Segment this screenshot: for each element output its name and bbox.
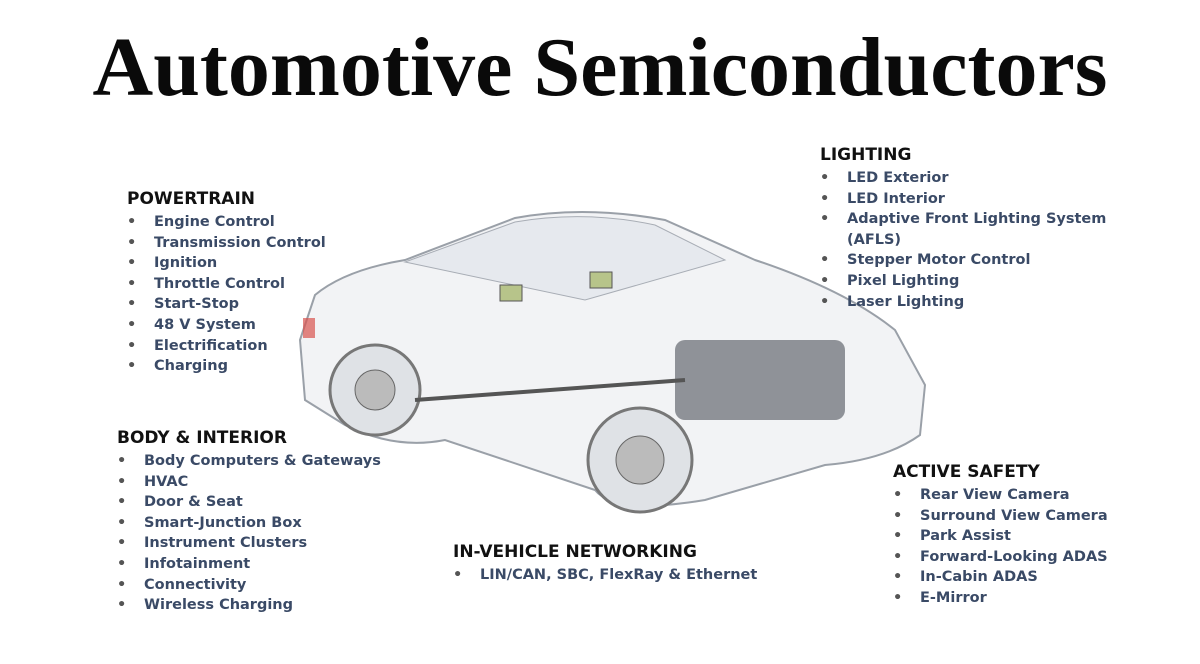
list-item: •Electrification [127, 337, 268, 354]
list-item: •Stepper Motor Control [820, 252, 1031, 269]
list-item: •LED Exterior [820, 170, 949, 186]
list-item: •Engine Control [127, 214, 275, 230]
car-cutaway-illustration [298, 210, 927, 514]
list-item: •Rear View Camera [893, 487, 1070, 503]
networking-heading: IN-VEHICLE NETWORKING [453, 542, 697, 562]
body-interior-section: BODY & INTERIOR •Body Computers & Gatewa… [117, 427, 381, 616]
list-item: •HVAC [117, 473, 189, 490]
list-item: •Forward-Looking ADAS [893, 548, 1108, 565]
list-item: •Wireless Charging [117, 597, 294, 614]
list-item: •Park Assist [893, 528, 1011, 545]
list-item: •In-Cabin ADAS [893, 569, 1038, 586]
list-item: •Transmission Control [127, 234, 326, 251]
list-item: •Surround View Camera [893, 507, 1108, 524]
powertrain-heading: POWERTRAIN [127, 189, 255, 209]
lighting-heading: LIGHTING [820, 145, 912, 165]
list-item: •LIN/CAN, SBC, FlexRay & Ethernet [453, 567, 758, 583]
list-item: •Adaptive Front Lighting System [820, 211, 1107, 228]
list-item: •Laser Lighting [820, 293, 965, 310]
list-item: •Smart-Junction Box [117, 514, 302, 531]
list-item: •LED Interior [820, 190, 945, 207]
list-item: •48 V System [127, 316, 256, 333]
list-item: •Pixel Lighting [820, 272, 960, 289]
active-safety-section: ACTIVE SAFETY •Rear View Camera •Surroun… [893, 461, 1108, 609]
networking-section: IN-VEHICLE NETWORKING •LIN/CAN, SBC, Fle… [453, 541, 757, 586]
powertrain-section: POWERTRAIN •Engine Control •Transmission… [127, 188, 326, 377]
lighting-section: LIGHTING •LED Exterior •LED Interior •Ad… [820, 144, 1106, 312]
list-item: •Throttle Control [127, 275, 285, 292]
list-item: •Connectivity [117, 576, 247, 593]
list-item: •Instrument Clusters [117, 535, 308, 552]
list-item-continuation: (AFLS) [847, 231, 902, 248]
list-item: •E-Mirror [893, 589, 987, 606]
list-item: •Door & Seat [117, 494, 243, 511]
list-item: •Ignition [127, 255, 218, 272]
page-title: Automotive Semiconductors [92, 21, 1108, 114]
list-item: •Infotainment [117, 555, 251, 572]
list-item: •Charging [127, 358, 228, 375]
active-safety-heading: ACTIVE SAFETY [893, 462, 1040, 482]
list-item: •Body Computers & Gateways [117, 453, 381, 469]
body-interior-heading: BODY & INTERIOR [117, 428, 287, 448]
list-item: •Start-Stop [127, 296, 239, 313]
